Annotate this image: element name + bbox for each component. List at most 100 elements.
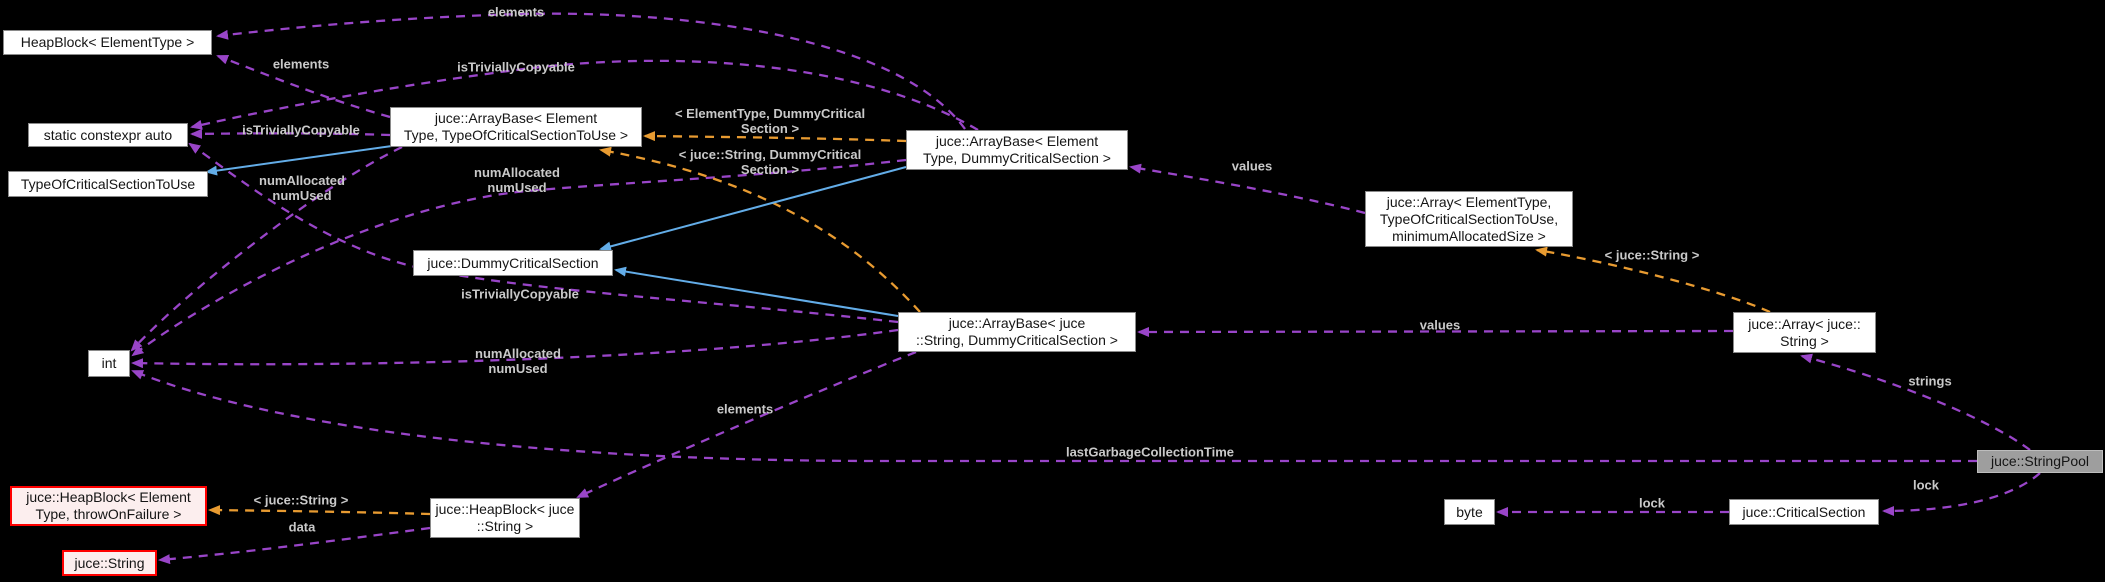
edge-tmpl-string-heapblock <box>208 505 431 516</box>
node-label-line: HeapBlock< ElementType > <box>20 34 195 50</box>
node-label-line: ::String > <box>476 518 534 534</box>
node-stringpool[interactable]: juce::StringPool <box>1977 450 2103 473</box>
edge-numallocated-dummy-to-int <box>131 158 907 357</box>
edge-label-line: lock <box>1638 495 1666 511</box>
edge-inherit-dummy-2 <box>614 266 899 317</box>
edge-label-line: Section > <box>740 121 800 136</box>
edge-strings <box>1800 353 2031 451</box>
edge-tmpl-string-array <box>1535 246 1771 314</box>
edge-numallocated-tocstu-to-int <box>130 145 403 352</box>
label-istriviallycopyable-3: isTriviallyCopyable <box>461 287 579 302</box>
node-int[interactable]: int <box>88 350 130 377</box>
node-array-elementtype[interactable]: juce::Array< ElementType,TypeOfCriticalS… <box>1365 191 1573 247</box>
edge-elements-string <box>576 350 917 499</box>
node-juce-string[interactable]: juce::String <box>62 550 157 576</box>
node-label-line: TypeOfCriticalSectionToUse <box>20 175 196 192</box>
edge-lock-stringpool <box>1882 472 2041 516</box>
edge-istriviallycopyable-tocstu <box>190 128 391 139</box>
edge-label-line: lock <box>1912 477 1940 493</box>
node-label-line: juce::DummyCriticalSection <box>427 254 599 271</box>
edge-label-line: numAllocated <box>474 165 560 180</box>
edge-label-line: strings <box>1908 373 1952 389</box>
edge-label-line: numAllocated <box>475 346 561 361</box>
edge-label-line: Section > <box>740 162 800 177</box>
node-label-line: juce::ArrayBase< Element <box>434 110 598 126</box>
label-istriviallycopyable-2: isTriviallyCopyable <box>242 123 360 138</box>
edge-label-line: isTriviallyCopyable <box>242 122 360 138</box>
node-array-string[interactable]: juce::Array< juce::String > <box>1733 312 1876 353</box>
edge-tmpl-elementtype-dummy <box>643 131 907 143</box>
edge-tmpl-string-dummy <box>599 146 921 313</box>
node-criticalsection[interactable]: juce::CriticalSection <box>1729 499 1879 525</box>
edge-elements-tocstu-to-heapblock <box>216 54 391 119</box>
label-tmpl-string-1: < juce::String > <box>254 493 349 508</box>
edge-label-line: elements <box>716 401 774 417</box>
label-istriviallycopyable-1: isTriviallyCopyable <box>457 60 575 75</box>
edge-label-line: data <box>288 519 316 535</box>
node-label-line: static constexpr auto <box>43 126 173 143</box>
node-label-line: String > <box>1780 332 1829 349</box>
edge-label-line: numAllocated <box>259 173 345 188</box>
edge-label-line: elements <box>487 4 545 20</box>
label-strings: strings <box>1908 374 1951 389</box>
label-data: data <box>289 520 316 535</box>
node-dummycriticalsection[interactable]: juce::DummyCriticalSection <box>413 250 613 276</box>
label-lastgarbagecollectiontime: lastGarbageCollectionTime <box>1066 445 1234 460</box>
node-label-line: juce::ArrayBase< juce <box>948 315 1086 331</box>
edge-lastgarbagecollectiontime <box>131 369 1977 463</box>
edge-label-line: elements <box>272 56 330 72</box>
edge-label-line: lastGarbageCollectionTime <box>1065 444 1235 460</box>
node-arraybase-string-dummy[interactable]: juce::ArrayBase< juce::String, DummyCrit… <box>898 312 1136 352</box>
node-label-line: juce::Array< juce:: <box>1748 315 1861 332</box>
edge-elements-dummy-to-heapblock <box>216 12 966 130</box>
edge-label-line: numUsed <box>488 361 548 376</box>
label-lock-1: lock <box>1913 478 1939 493</box>
edge-values-elementtype <box>1129 163 1366 215</box>
node-label-line: byte <box>1456 503 1483 520</box>
edge-label-line: numUsed <box>272 188 332 203</box>
label-values-1: values <box>1232 159 1272 174</box>
node-label-line: Type, DummyCriticalSection > <box>923 150 1111 166</box>
node-label-line: juce::Array< ElementType, <box>1386 193 1552 210</box>
node-static-constexpr-auto[interactable]: static constexpr auto <box>28 123 188 147</box>
node-label-line: juce::StringPool <box>1990 453 2090 469</box>
edge-label-line: < ElementType, DummyCritical <box>674 106 866 121</box>
node-label-line: TypeOfCriticalSectionToUse, <box>1379 210 1559 227</box>
label-elements-2: elements <box>273 57 329 72</box>
edge-inherit-tocstu <box>205 145 393 176</box>
label-tmpl-string-2: < juce::String > <box>1605 248 1700 263</box>
node-label-line: Type, throwOnFailure > <box>35 506 182 522</box>
node-heapblock-string[interactable]: juce::HeapBlock< juce::String > <box>430 498 580 538</box>
edge-label-line: numUsed <box>487 180 547 195</box>
node-label-line: ::String, DummyCriticalSection > <box>916 332 1118 348</box>
edge-label-line: < juce::String, DummyCritical <box>678 147 862 162</box>
label-lock-2: lock <box>1639 496 1665 511</box>
edge-label-line: isTriviallyCopyable <box>461 286 579 302</box>
node-label-line: minimumAllocatedSize > <box>1392 227 1546 244</box>
edge-label-line: values <box>1419 317 1461 333</box>
node-heapblock-elementtype[interactable]: HeapBlock< ElementType > <box>3 30 212 55</box>
node-typeofcriticalsectiontouse[interactable]: TypeOfCriticalSectionToUse <box>8 171 208 197</box>
edge-label-line: < juce::String > <box>253 492 349 508</box>
node-label-line: juce::HeapBlock< juce <box>435 501 575 517</box>
edge-inherit-dummy-1 <box>599 166 907 252</box>
node-label-line: juce::CriticalSection <box>1742 503 1866 520</box>
node-byte[interactable]: byte <box>1444 499 1495 525</box>
node-label-line: juce::HeapBlock< Element <box>26 489 191 505</box>
edge-label-line: < juce::String > <box>1604 247 1700 263</box>
label-elements-3: elements <box>717 402 773 417</box>
node-label-line: juce::String <box>74 554 145 571</box>
node-label-line: int <box>101 355 117 371</box>
node-label-line: juce::ArrayBase< Element <box>935 133 1099 149</box>
edge-numallocated-string-to-int <box>131 328 899 369</box>
